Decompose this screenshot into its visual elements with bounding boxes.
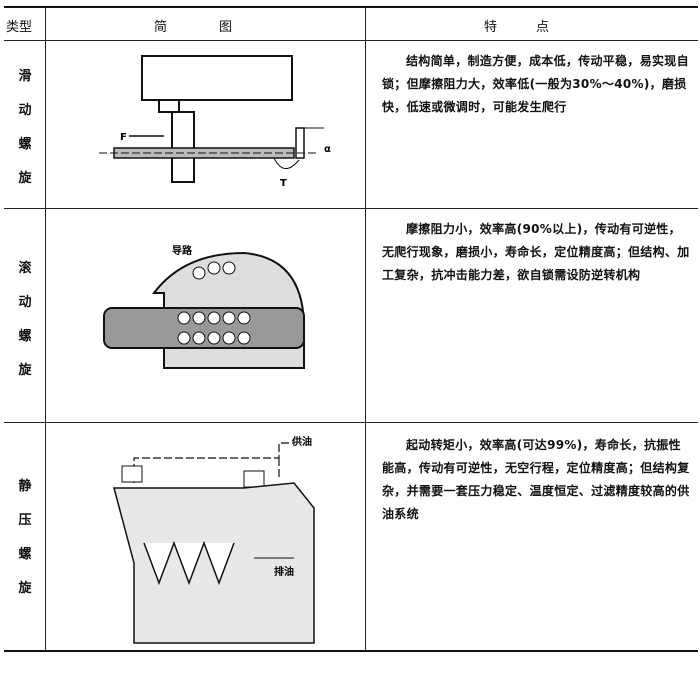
hydrostatic-screw-diagram: 供油 排油 xyxy=(113,435,315,644)
features-rolling: 摩擦阻力小，效率高(90%以上)，传动有可逆性，无爬行现象，磨损小，寿命长，定位… xyxy=(382,222,690,282)
type-char: 滚 xyxy=(18,261,32,276)
svg-text:α: α xyxy=(324,144,331,155)
type-char: 旋 xyxy=(18,171,32,186)
svg-text:T: T xyxy=(280,178,287,189)
svg-text:F: F xyxy=(120,132,127,143)
row-divider xyxy=(4,208,698,209)
type-char: 动 xyxy=(18,295,32,310)
type-char: 旋 xyxy=(18,363,32,378)
type-rolling-screw: 滚动螺旋 xyxy=(4,252,46,388)
column-divider xyxy=(365,8,366,650)
type-char: 动 xyxy=(18,103,32,118)
type-sliding-screw: 滑动螺旋 xyxy=(4,60,46,196)
label-oil-in: 供油 xyxy=(291,435,312,448)
rolling-screw-diagram: 导路 xyxy=(103,244,305,369)
row-divider xyxy=(4,40,698,41)
type-char: 压 xyxy=(18,513,32,528)
type-char: 螺 xyxy=(18,547,32,562)
type-hydrostatic-screw: 静压螺旋 xyxy=(4,470,46,606)
row-divider xyxy=(4,422,698,423)
features-sliding: 结构简单，制造方便，成本低，传动平稳，易实现自锁；但摩擦阻力大，效率低(一般为3… xyxy=(382,54,689,114)
features-hydrostatic: 起动转矩小，效率高(可达99%)，寿命长，抗振性能高，传动有可逆性，无空行程，定… xyxy=(382,438,690,521)
type-char: 旋 xyxy=(18,581,32,596)
label-guide: 导路 xyxy=(172,244,193,257)
label-oil-out: 排油 xyxy=(274,565,294,578)
column-divider xyxy=(45,8,46,650)
type-char: 螺 xyxy=(18,329,32,344)
sliding-screw-diagram: F α T xyxy=(99,55,331,189)
type-char: 滑 xyxy=(18,69,32,84)
screw-comparison-table: 类型 简 图 特 点 滑动螺旋 滚动螺旋 静压螺旋 结构简单，制造方便，成本低，… xyxy=(4,6,698,652)
header-diagram: 简 图 xyxy=(154,20,233,35)
header-features: 特 点 xyxy=(484,20,550,35)
type-char: 螺 xyxy=(18,137,32,152)
type-char: 静 xyxy=(18,479,32,494)
header-type: 类型 xyxy=(6,20,33,35)
